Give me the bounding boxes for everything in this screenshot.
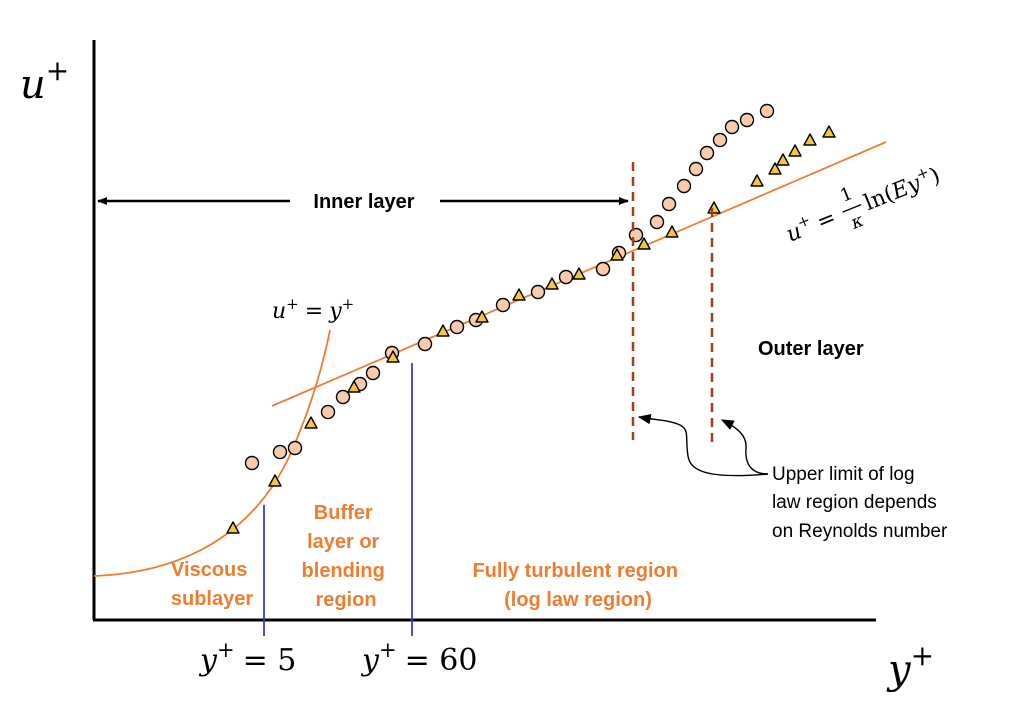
data-triangle [803,133,817,146]
data-circle [699,145,715,161]
data-triangle [436,324,450,337]
svg-text:1: 1 [837,183,855,207]
data-circle [688,161,704,177]
data-circle [759,103,775,119]
data-triangle [572,267,586,280]
data-triangle [788,144,802,157]
data-triangle [610,248,624,261]
note-arrow-1 [637,414,769,477]
buffer-layer-label: Buffer layer or blending region [302,502,391,611]
data-triangle [304,416,318,429]
triangle-data-series [226,125,836,534]
data-circle [676,178,692,194]
data-circle [244,455,260,471]
data-circle [628,227,644,243]
data-circle [417,336,433,352]
data-circle [724,119,740,135]
data-triangle [822,125,836,138]
data-circle [272,444,288,460]
outer-layer-label: Outer layer [758,338,864,360]
data-triangle [637,237,651,250]
data-triangle [776,153,790,166]
data-circle [558,269,574,285]
data-triangle [750,174,764,187]
data-triangle [226,521,240,534]
viscous-sublayer-curve [93,329,331,577]
data-triangle [512,288,526,301]
data-circle [530,284,546,300]
data-circle [649,214,665,230]
data-circle [320,404,336,420]
circle-data-series [244,103,775,471]
data-circle [595,261,611,277]
data-circle [335,389,351,405]
inner-layer-label: Inner layer [313,191,414,213]
log-law-equation: u+= 1 κ ln(Ey+) [781,159,944,248]
data-triangle [386,350,400,363]
data-triangle [268,474,282,487]
viscous-sublayer-label: Viscous sublayer [171,559,253,610]
y5-label: y+= 5 [198,638,296,678]
log-limit-note: Upper limit of log law region depends on… [772,464,948,542]
svg-text:κ: κ [847,210,867,234]
data-triangle [347,380,361,393]
svg-text:u+=: u+= [781,201,839,247]
fully-turbulent-label: Fully turbulent region (log law region) [472,560,683,611]
data-triangle [768,162,782,175]
svg-text:ln(Ey+): ln(Ey+) [859,159,944,216]
y-axis-label: u+ [20,54,69,108]
y60-label: y+= 60 [360,638,477,678]
data-circle [661,196,677,212]
data-circle [287,440,303,456]
data-circle [739,112,755,128]
data-triangle [665,225,679,238]
data-circle [495,297,511,313]
data-circle [365,365,381,381]
note-arrow-2 [720,419,769,475]
data-triangle [707,201,721,214]
x-axis-label: y+ [886,639,934,693]
data-circle [449,319,465,335]
viscous-equation: u+=y+ [272,295,354,324]
data-circle [712,132,728,148]
data-triangle [545,277,559,290]
data-triangle [475,310,489,323]
